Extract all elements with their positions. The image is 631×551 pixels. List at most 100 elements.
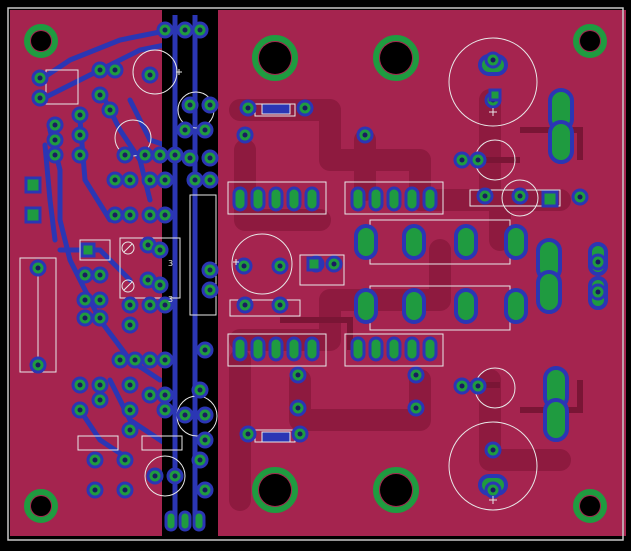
drill-hole: [172, 152, 178, 158]
board-outline: [7, 7, 624, 541]
ic-outline: [344, 181, 444, 215]
ic-pin: [368, 336, 384, 362]
drill-hole: [162, 302, 168, 308]
drill-hole: [162, 407, 168, 413]
oval-pad: [354, 288, 378, 324]
drill-hole: [147, 302, 153, 308]
drill-hole: [157, 247, 163, 253]
drill-hole: [97, 92, 103, 98]
part-outline: [299, 254, 345, 286]
drill-hole: [52, 122, 58, 128]
capacitor-outline: [144, 455, 186, 497]
drill-hole: [162, 212, 168, 218]
drill-hole: [92, 487, 98, 493]
mounting-hole: [373, 35, 419, 81]
drill-hole: [157, 282, 163, 288]
drill-hole: [147, 357, 153, 363]
ic-pin: [350, 336, 366, 362]
drill-hole: [172, 473, 178, 479]
drill-hole: [112, 212, 118, 218]
oval-pad: [543, 398, 569, 442]
drill-hole: [77, 112, 83, 118]
square-pad: [24, 176, 42, 194]
drill-hole: [207, 155, 213, 161]
mounting-hole: [24, 24, 58, 58]
square-pad: [306, 256, 322, 272]
drill-hole: [192, 177, 198, 183]
drill-hole: [207, 287, 213, 293]
drill-hole: [162, 27, 168, 33]
ic-pin: [232, 186, 248, 212]
ic-pin: [422, 186, 438, 212]
ic-pin: [232, 336, 248, 362]
polarity-marks: [176, 69, 497, 504]
drill-hole: [162, 357, 168, 363]
ic-pin: [350, 186, 366, 212]
square-pads: [24, 88, 559, 272]
connector-outline: [189, 194, 217, 316]
drill-hole: [595, 289, 601, 295]
mounting-hole: [573, 24, 607, 58]
drill-hole: [92, 457, 98, 463]
mounting-holes: [24, 24, 607, 523]
square-pad: [80, 242, 96, 258]
drill-hole: [127, 212, 133, 218]
drill-hole: [122, 457, 128, 463]
drill-hole: [207, 102, 213, 108]
drill-hole: [52, 137, 58, 143]
drill-hole: [97, 397, 103, 403]
part-outline: [141, 435, 183, 451]
part-outline: [229, 299, 301, 317]
drill-hole: [147, 72, 153, 78]
drill-hole: [413, 405, 419, 411]
drill-hole: [362, 132, 368, 138]
drill-hole: [112, 177, 118, 183]
oval-pad: [504, 288, 528, 324]
drill-hole: [142, 152, 148, 158]
drill-hole: [162, 392, 168, 398]
drill-hole: [202, 347, 208, 353]
ic-pin: [404, 336, 420, 362]
square-pad: [24, 206, 42, 224]
drill-hole: [331, 261, 337, 267]
drill-hole: [182, 27, 188, 33]
capacitor-outline: [448, 37, 538, 127]
trimmer-icon: [121, 241, 135, 255]
drill-hole: [182, 412, 188, 418]
ic-pin: [268, 186, 284, 212]
ic-pin: [386, 186, 402, 212]
drill-hole: [77, 407, 83, 413]
drill-hole: [517, 193, 523, 199]
ic-pin: [286, 186, 302, 212]
drill-hole: [82, 315, 88, 321]
oval-pad: [402, 288, 426, 324]
drill-hole: [97, 272, 103, 278]
part-outline: [77, 435, 119, 451]
drill-hole: [77, 132, 83, 138]
drill-hole: [127, 302, 133, 308]
oval-pad: [354, 224, 378, 260]
drill-hole: [145, 242, 151, 248]
round-pads: [29, 21, 607, 499]
drill-hole: [207, 177, 213, 183]
diode: [261, 431, 291, 443]
drill-hole: [147, 177, 153, 183]
drill-hole: [132, 357, 138, 363]
oval-pad: [454, 288, 478, 324]
oval-pad: [536, 270, 562, 314]
drill-hole: [112, 67, 118, 73]
ic-outline: [227, 181, 327, 215]
mounting-hole: [373, 467, 419, 513]
mounting-hole: [252, 467, 298, 513]
ic-pin: [268, 336, 284, 362]
trimmer-icon: [121, 279, 135, 293]
drill-hole: [37, 95, 43, 101]
ic-pin: [250, 186, 266, 212]
mounting-hole: [252, 35, 298, 81]
drill-hole: [202, 437, 208, 443]
drill-hole: [82, 272, 88, 278]
trimmer-symbols: [121, 241, 135, 293]
drill-hole: [490, 57, 496, 63]
drill-hole: [413, 372, 419, 378]
